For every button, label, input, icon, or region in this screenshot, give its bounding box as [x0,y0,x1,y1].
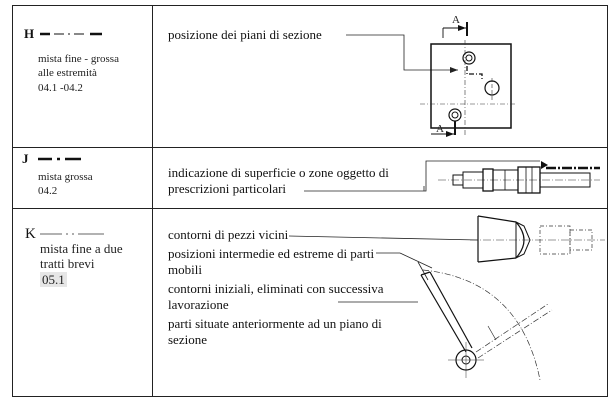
row-k-description-7: sezione [168,332,207,347]
column-divider [152,6,154,396]
row-k-description-3: mobili [168,262,202,277]
line-types-table [12,5,608,397]
row-k-description-1: contorni di pezzi vicini [168,227,289,242]
row-j-line-sample [38,157,81,161]
row-h-label-a-bottom: A [436,123,444,135]
row-k-subtitle-1: mista fine a due [40,241,123,256]
row-divider-1 [13,147,607,149]
row-k-description-2: posizioni intermedie ed estreme di parti [168,246,375,261]
row-h-subtitle-2: alle estremità [38,67,97,79]
row-h-subtitle-1: mista fine - grossa [38,53,119,65]
row-j-description-1: indicazione di superficie o zone oggetto… [168,165,389,180]
row-k-description-4: contorni iniziali, eliminati con success… [168,281,384,296]
row-divider-2 [13,208,607,210]
row-k-line-sample [40,233,104,235]
row-k-subtitle-2: tratti brevi [40,256,95,271]
row-k-description-5: lavorazione [168,297,229,312]
row-k-ref: 05.1 [40,272,67,287]
row-j-code: J [22,151,29,166]
row-h-code: H [24,26,35,41]
row-k-code: K [25,226,36,242]
row-j-ref: 04.2 [38,185,58,197]
row-h-ref: 04.1 -04.2 [38,82,83,94]
row-k-description-6: parti situate anteriormente ad un piano … [168,316,382,331]
row-j-description-2: prescrizioni particolari [168,181,287,196]
row-h-line-sample [40,32,102,36]
row-h-description: posizione dei piani di sezione [168,27,322,42]
row-h-label-a-top: A [452,14,460,26]
row-k-ref-text: 05.1 [40,272,67,287]
row-j-subtitle: mista grossa [38,171,93,183]
